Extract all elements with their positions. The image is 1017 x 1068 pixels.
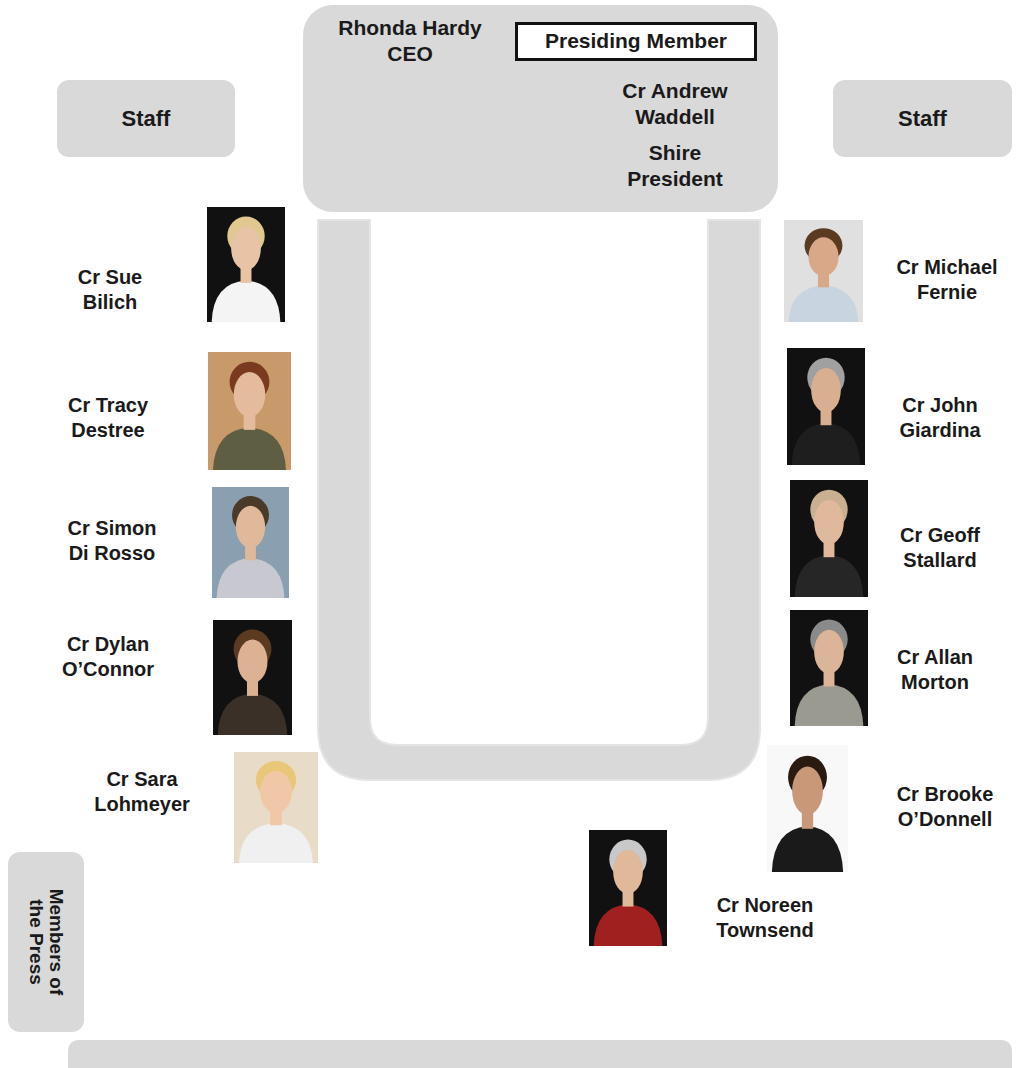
photo-face [231,227,261,271]
portrait-photo [212,487,289,598]
node-text: Rhonda Hardy CEO [330,15,490,68]
councillor-name: Cr Sue Bilich [55,265,165,315]
node-text: Shire President [605,140,745,193]
portrait-photo [767,745,848,872]
photo-face [792,767,823,815]
photo-body [239,823,313,863]
photo-background [234,752,318,863]
node-text: Staff [122,105,171,133]
portrait-photo [234,752,318,863]
presiding-member-box: Presiding Member [515,22,757,61]
photo-background [589,830,667,946]
councillor-name: Cr Noreen Townsend [710,893,820,943]
portrait-photo [790,480,868,597]
photo-body [213,428,286,470]
photo-face [236,506,265,548]
head-table-box: Presiding Member Rhonda Hardy CEO Cr Andre… [303,5,778,212]
photo-background [213,620,292,735]
photo-face [234,372,266,417]
photo-body [212,281,281,322]
photo-body [795,555,864,597]
staff-box: Staff [833,80,1012,157]
photo-body [772,826,843,872]
photo-body [792,423,861,465]
portrait-photo [787,348,865,465]
photo-background [784,220,863,322]
councillor-name: Cr Allan Morton [880,645,990,695]
portrait-photo [589,830,667,946]
portrait-photo [790,610,868,726]
staff-box: Staff [57,80,235,157]
photo-background [790,480,868,597]
photo-background [212,487,289,598]
node-text: Presiding Member [545,28,727,54]
photo-background [207,207,285,322]
node-text: Cr Andrew Waddell [605,78,745,131]
photo-body [789,285,859,322]
photo-body [594,904,663,946]
councillor-name: Cr Sara Lohmeyer [87,767,197,817]
photo-face [814,500,844,544]
photo-face [613,850,643,894]
photo-background [208,352,291,470]
portrait-photo [213,620,292,735]
photo-face [260,771,292,813]
councillor-name: Cr John Giardina [885,393,995,443]
councillor-name: Cr Simon Di Rosso [57,516,167,566]
photo-background [787,348,865,465]
photo-face [811,368,841,412]
node-text: Staff [898,105,947,133]
councillor-name: Cr Tracy Destree [53,393,163,443]
audience-bar [68,1040,1012,1068]
photo-face [814,630,844,674]
photo-background [767,745,848,872]
portrait-photo [784,220,863,322]
photo-body [795,684,864,726]
photo-face [237,640,267,684]
councillor-name: Cr Brooke O’Donnell [890,782,1000,832]
councillor-name: Cr Geoff Stallard [885,523,995,573]
press-box: Members of the Press [8,852,84,1032]
photo-background [790,610,868,726]
portrait-photo [207,207,285,322]
node-text: Members of the Press [26,877,66,1007]
photo-face [808,237,838,276]
photo-body [218,694,288,735]
councillor-name: Cr Dylan O’Connor [53,632,163,682]
photo-body [217,558,285,598]
u-shaped-table [318,220,760,780]
portrait-photo [208,352,291,470]
councillor-name: Cr Michael Fernie [892,255,1002,305]
